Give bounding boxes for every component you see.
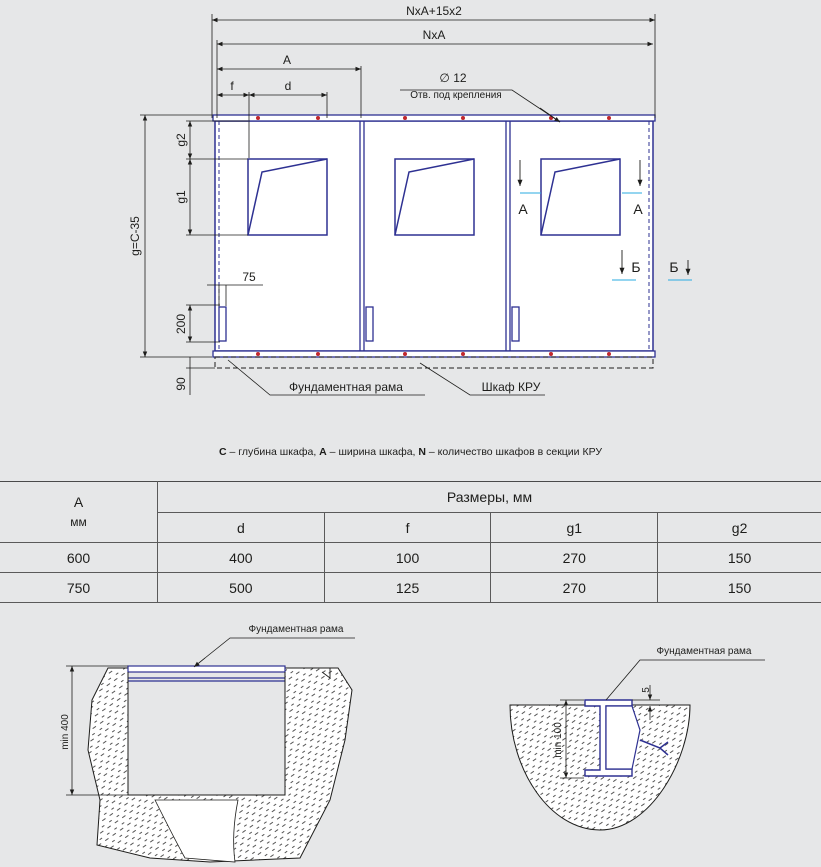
hole-diameter-label: ∅ 12 — [439, 71, 466, 85]
cabinet-section-outline — [214, 120, 654, 352]
bolt-hole — [607, 116, 611, 120]
cell-g1: 270 — [490, 542, 659, 573]
col-header-d: d — [157, 512, 325, 543]
cell-a: 600 — [0, 542, 158, 573]
bolt-hole — [316, 116, 320, 120]
foundation-frame-outline — [214, 356, 654, 369]
col-header-g2: g2 — [657, 512, 821, 543]
cell-f: 125 — [323, 572, 492, 603]
cell-a: 750 — [0, 572, 158, 603]
a-header: А — [73, 494, 84, 510]
cabinet-label: Шкаф КРУ — [482, 380, 541, 394]
table-header-row: А мм Размеры, мм — [0, 481, 821, 543]
base-brackets — [218, 306, 520, 342]
g1-dim-label: g1 — [174, 190, 188, 204]
frame-top-rail — [127, 665, 286, 673]
bracket — [218, 306, 227, 342]
cell-g1: 270 — [490, 572, 659, 603]
plan-labels: NxA+15x2 NxA A f d ∅ 12 Отв. под креплен… — [128, 4, 679, 394]
cell-d: 500 — [157, 572, 325, 603]
top-frame-rail — [212, 114, 656, 122]
bolt-hole — [607, 352, 611, 356]
cell-f: 100 — [323, 542, 492, 573]
cell-d: 400 — [157, 542, 325, 573]
g2-dim-label: g2 — [174, 133, 188, 147]
f-dim-label: f — [230, 79, 234, 93]
section-a-right-label: А — [633, 201, 643, 217]
hole-note-label: Отв. под крепления — [410, 90, 501, 101]
right-frame-label: Фундаментная рама — [657, 646, 752, 657]
left-frame-label: Фундаментная рама — [249, 624, 344, 635]
dim-5-label: 5 — [641, 687, 652, 693]
bolt-hole — [256, 116, 260, 120]
cell-g2: 150 — [657, 542, 821, 573]
opening-flap — [394, 158, 475, 236]
cell-g2: 150 — [657, 572, 821, 603]
col-header-f: f — [323, 512, 492, 543]
bolt-hole — [403, 352, 407, 356]
bracket — [511, 306, 520, 342]
group-header-cell: Размеры, мм — [157, 481, 821, 513]
col-header-g1: g1 — [490, 512, 659, 543]
bolt-hole — [461, 116, 465, 120]
table-subheader-row: d f g1 g2 — [0, 512, 821, 543]
bolt-hole — [316, 352, 320, 356]
bolt-hole — [461, 352, 465, 356]
min-400-label: min 400 — [60, 714, 71, 750]
cable-opening — [394, 158, 475, 236]
caption-a-text: – ширина шкафа, — [326, 446, 419, 458]
cabinet-width-label: A — [283, 53, 291, 67]
section-b-right-label: Б — [669, 259, 678, 275]
g-dim-label: g=C-35 — [128, 216, 142, 256]
opening-flap — [540, 158, 621, 236]
a-unit: мм — [70, 515, 87, 529]
bottom-frame-rail — [212, 350, 656, 358]
section-width-label: NxA — [423, 28, 446, 42]
cable-openings — [247, 158, 621, 236]
table-row: 600 400 100 270 150 — [0, 542, 821, 573]
overall-width-label: NxA+15x2 — [406, 4, 462, 18]
caption-c-text: – глубина шкафа, — [226, 446, 320, 458]
foundation-frame-label: Фундаментная рама — [289, 380, 403, 394]
section-a-left-label: А — [518, 201, 528, 217]
dim-90-label: 90 — [174, 377, 188, 391]
dimension-lines — [140, 14, 656, 396]
dim-75-label: 75 — [242, 270, 256, 284]
caption-c-key: С — [218, 446, 227, 458]
dimensions-table: А мм Размеры, мм d f g1 g2 600 400 100 2… — [0, 481, 821, 603]
caption-n-text: – количество шкафов в секции КРУ — [425, 446, 603, 458]
table-row: 750 500 125 270 150 — [0, 572, 821, 603]
caption-n-key: N — [418, 446, 426, 458]
dim-200-label: 200 — [174, 314, 188, 334]
bolt-hole — [256, 352, 260, 356]
cable-opening — [247, 158, 328, 236]
left-section-view: Фундаментная рама min 400 — [60, 624, 355, 863]
bolt-hole — [403, 116, 407, 120]
min-100-label: min 100 — [553, 722, 564, 758]
d-dim-label: d — [285, 79, 292, 93]
anchor — [639, 739, 669, 756]
opening-flap — [247, 158, 328, 236]
legend-caption: С – глубина шкафа, А – ширина шкафа, N –… — [0, 446, 821, 458]
section-markers — [517, 160, 692, 281]
a-header-cell: А мм — [0, 481, 158, 543]
plan-view — [212, 114, 656, 369]
right-section-view: Фундаментная рама min 100 5 — [509, 646, 765, 831]
bolt-hole — [549, 352, 553, 356]
pit-void — [154, 799, 239, 863]
section-b-left-label: Б — [631, 259, 640, 275]
caption-a-key: А — [319, 446, 327, 458]
bracket — [365, 306, 374, 342]
cable-opening — [540, 158, 621, 236]
